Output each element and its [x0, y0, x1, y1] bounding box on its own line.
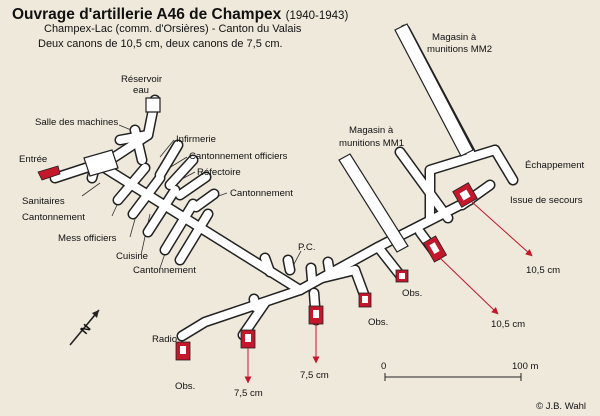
- label-sanitaires: Sanitaires: [22, 196, 65, 207]
- firing-arrows: [244, 201, 533, 384]
- label-gun-75-a: 7,5 cm: [234, 388, 263, 399]
- subtitle-location: Champex-Lac (comm. d'Orsières) - Canton …: [44, 23, 302, 35]
- label-reservoir-2: eau: [133, 85, 149, 96]
- label-gun-105-a: 10,5 cm: [491, 319, 525, 330]
- label-infirmerie: Infirmerie: [176, 134, 216, 145]
- label-cantonnement-officiers: Cantonnement officiers: [189, 151, 288, 162]
- label-gun-75-b: 7,5 cm: [300, 370, 329, 381]
- scale-bar: 0 100 m: [381, 361, 538, 381]
- label-cantonnement-bottom: Cantonnement: [133, 265, 196, 276]
- title-text: Ouvrage d'artillerie A46 de Champex: [12, 6, 282, 23]
- label-cantonnement-left: Cantonnement: [22, 212, 85, 223]
- magazine-mm1-hall: [338, 153, 409, 253]
- credit: © J.B. Wahl: [536, 401, 586, 412]
- label-refectoire: Réfectoire: [197, 167, 241, 178]
- scale-start: 0: [381, 361, 386, 372]
- label-magasin-mm2-2: munitions MM2: [427, 44, 492, 55]
- label-issue-secours: Issue de secours: [510, 195, 583, 206]
- label-pc: P.C.: [298, 242, 315, 253]
- label-mess-officiers: Mess officiers: [58, 233, 117, 244]
- reservoir-room: [145, 97, 161, 113]
- entry-block: [37, 165, 61, 181]
- label-echappement: Échappement: [525, 160, 585, 171]
- label-entree: Entrée: [19, 154, 47, 165]
- label-reservoir: Réservoir: [121, 74, 163, 85]
- label-obs-left: Obs.: [175, 381, 195, 392]
- fire-line-105-b: [471, 201, 533, 257]
- north-label: N: [77, 321, 93, 337]
- label-cuisine: Cuisine: [116, 251, 148, 262]
- label-magasin-mm1: Magasin à: [349, 125, 394, 136]
- subtitle-armament: Deux canons de 10,5 cm, deux canons de 7…: [38, 38, 283, 50]
- label-magasin-mm2: Magasin à: [432, 32, 477, 43]
- label-gun-105-b: 10,5 cm: [526, 265, 560, 276]
- label-cantonnement-right: Cantonnement: [230, 188, 293, 199]
- plan-labels: Réservoir eau Salle des machines Entrée …: [19, 32, 585, 399]
- north-arrow: N: [69, 309, 100, 346]
- label-radio: Radio: [152, 334, 177, 345]
- page-title: Ouvrage d'artillerie A46 de Champex (194…: [12, 6, 348, 24]
- label-obs-mid: Obs.: [368, 317, 388, 328]
- casemate-inner: [180, 189, 471, 354]
- fire-line-105-a: [439, 257, 499, 315]
- magazine-mm2-hall: [394, 23, 474, 157]
- magazine-halls: [83, 23, 474, 253]
- label-obs-right: Obs.: [402, 288, 422, 299]
- label-magasin-mm1-2: munitions MM1: [339, 138, 404, 149]
- label-salle-machines: Salle des machines: [35, 117, 118, 128]
- title-years: (1940-1943): [285, 10, 349, 22]
- machine-room: [83, 149, 119, 177]
- scale-end: 100 m: [512, 361, 538, 372]
